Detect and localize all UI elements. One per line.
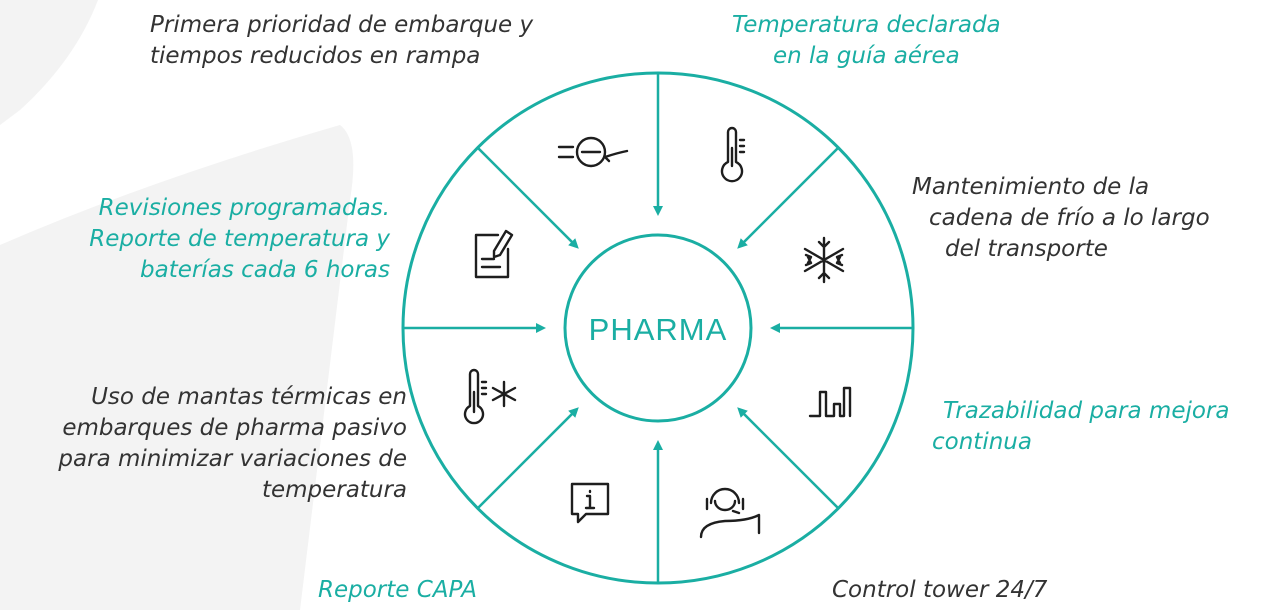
label-capa: Reporte CAPA <box>318 577 477 603</box>
label-trazabilidad: Trazabilidad para mejora continua <box>932 398 1230 455</box>
center-label: PHARMA <box>589 312 728 347</box>
arrow-bottom-left <box>476 407 579 510</box>
info-chat-icon <box>570 482 610 524</box>
center-circle <box>563 233 753 423</box>
label-temperatura: Temperatura declarada en la guía aérea <box>732 12 1001 69</box>
label-revisiones: Revisiones programadas. Reporte de tempe… <box>89 195 390 283</box>
arrow-top-right <box>737 146 840 249</box>
headset-agent-icon <box>699 487 761 539</box>
report-edit-icon <box>474 229 514 279</box>
thermometer-snowflake-icon <box>463 368 517 425</box>
label-control: Control tower 24/7 <box>832 577 1048 603</box>
label-cadena: Mantenimiento de la cadena de frío a lo … <box>912 174 1210 262</box>
label-mantas: Uso de mantas térmicas en embarques de p… <box>58 384 407 503</box>
bar-chart-icon <box>808 386 852 418</box>
label-embarque: Primera prioridad de embarque y tiempos … <box>150 12 534 69</box>
thermometer-icon <box>720 126 746 183</box>
airplane-icon <box>557 136 629 168</box>
snowflake-icon <box>803 236 845 284</box>
arrow-top-left <box>476 146 579 249</box>
arrow-bottom-right <box>737 407 840 510</box>
